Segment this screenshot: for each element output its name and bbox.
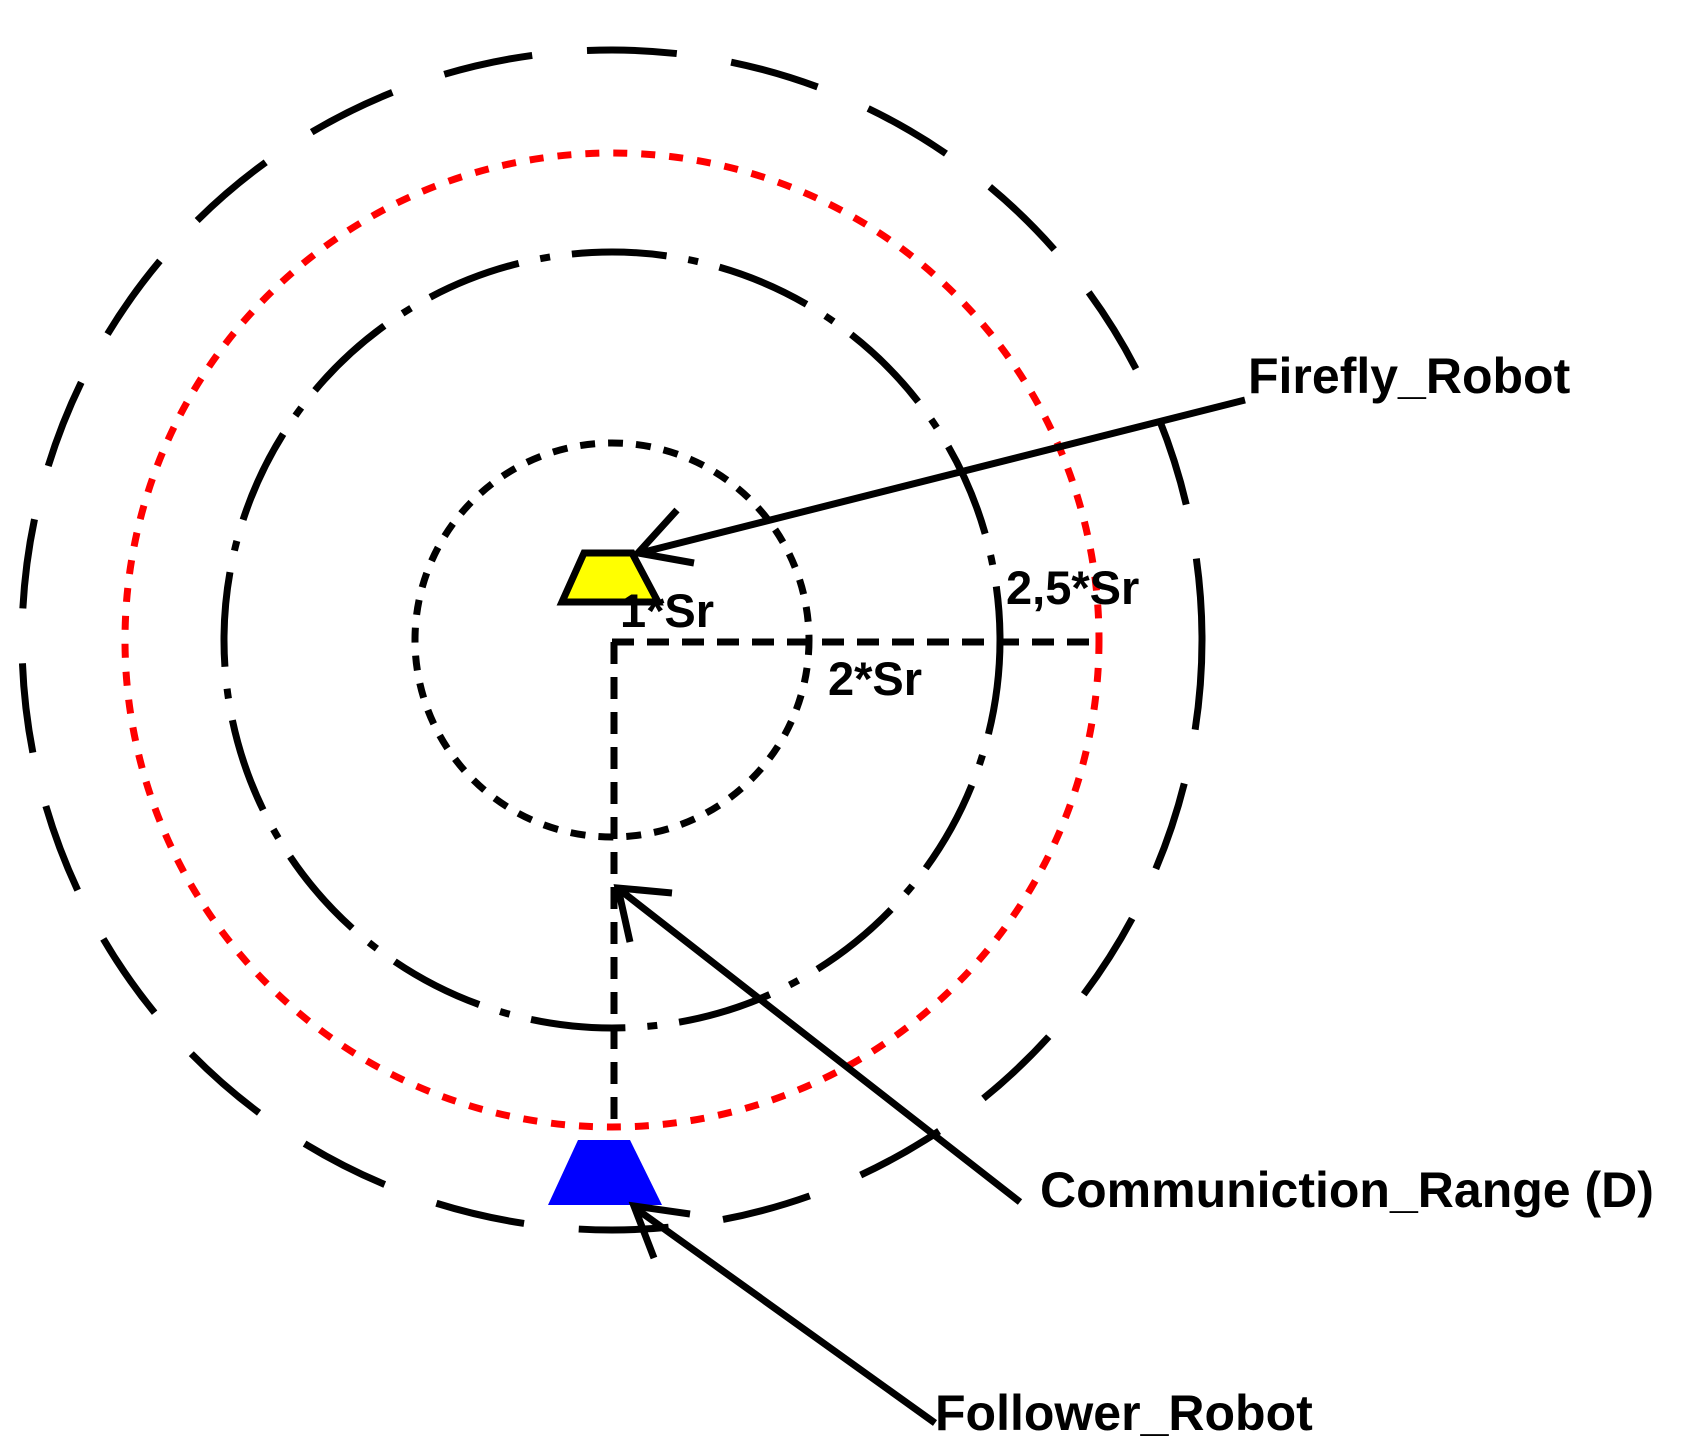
follower-robot-label: Follower_Robot (935, 1385, 1313, 1441)
communication-range-circle (121, 149, 1103, 1131)
outer-dashed-circle (18, 46, 1206, 1234)
follower-arrow-line (632, 1205, 938, 1426)
communication-range-label: Communiction_Range (D) (1040, 1162, 1654, 1218)
follower-arrow-head-icon (628, 1201, 691, 1260)
firefly-robot-label: Firefly_Robot (1248, 348, 1571, 404)
radius-2-5-sr-label: 2,5*Sr (1006, 561, 1139, 614)
follower-robot-icon (548, 1140, 662, 1205)
communication-arrow-line (617, 887, 1023, 1205)
communication-arrow-head-icon (613, 884, 673, 943)
radius-2-sr-label: 2*Sr (828, 652, 922, 705)
radius-1-sr-label: 1*Sr (620, 584, 714, 637)
firefly-arrow-head-icon (631, 507, 695, 567)
firefly-arrow-line (639, 396, 1246, 557)
firefly-robot-icon (556, 549, 664, 606)
